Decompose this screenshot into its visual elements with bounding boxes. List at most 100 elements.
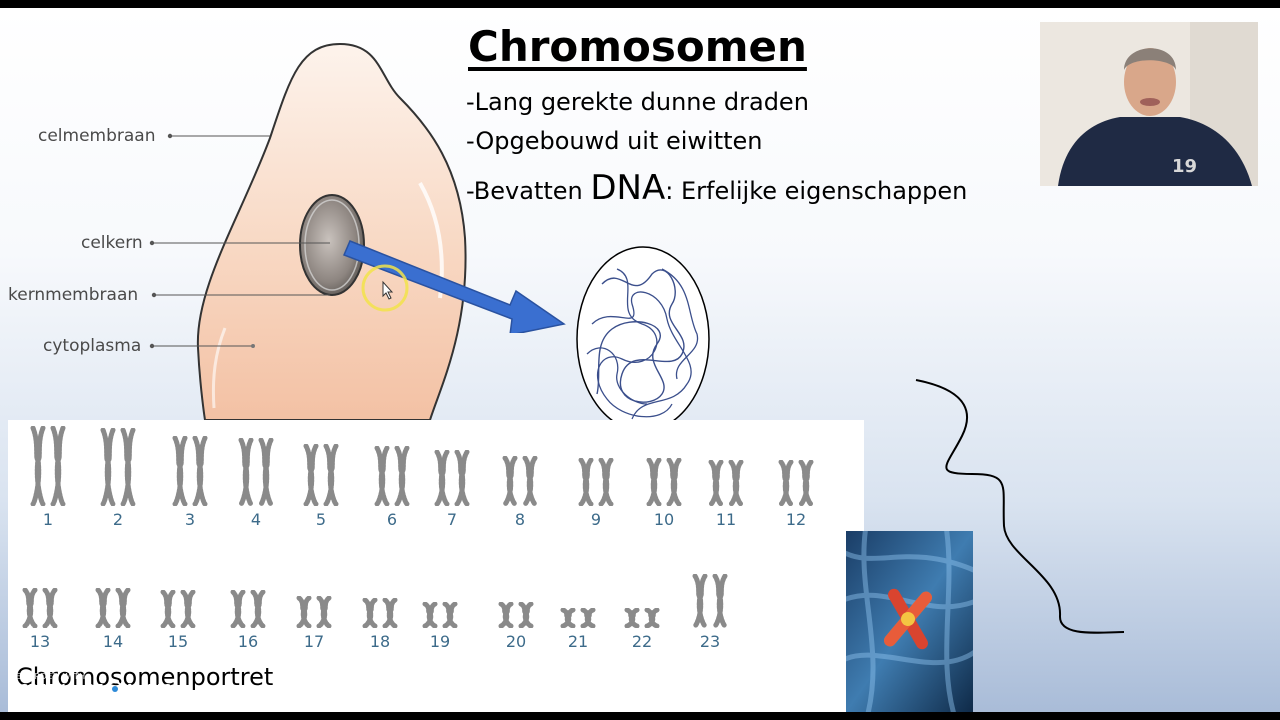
bullet-3-dna: DNA: [590, 168, 666, 208]
chromosome-pair-16: 16: [223, 590, 273, 651]
chromosome-pair-19-drawing: [422, 602, 458, 628]
label-cytoplasma: cytoplasma: [43, 336, 142, 356]
chromosome-number-6: 6: [386, 510, 398, 529]
chromosome-pair-10-drawing: [646, 458, 682, 506]
chromosome-pair-20-drawing: [498, 602, 534, 628]
cell-diagram: celmembraan celkern kernmembraan cytopla…: [0, 8, 490, 421]
chromosome-pair-1: 1: [23, 426, 73, 529]
chromosome-number-16: 16: [237, 632, 259, 651]
chromosome-number-23: 23: [699, 632, 721, 651]
screencast-watermark: RECORDED WITH SCREENCAST MATIC: [10, 672, 180, 712]
chromosome-pair-10: 10: [639, 458, 689, 529]
chromosome-number-9: 9: [590, 510, 602, 529]
chromosome-number-19: 19: [429, 632, 451, 651]
chromosome-pair-2: 2: [93, 428, 143, 529]
chromosome-pair-11: 11: [701, 460, 751, 529]
chromosome-pair-21-drawing: [560, 608, 596, 628]
chromosome-pair-13: 13: [15, 588, 65, 651]
dna-strand-line: [915, 379, 1125, 634]
watermark-line2: SCREENCAST MATIC: [10, 681, 180, 697]
bullet-2: -Opgebouwd uit eiwitten: [466, 127, 763, 155]
karyotype-caption: Chromosomenportret: [16, 663, 274, 691]
chromosome-pair-16-drawing: [230, 590, 266, 628]
chromosome-number-13: 13: [29, 632, 51, 651]
chromosome-pair-4: 4: [231, 438, 281, 529]
chromosome-number-22: 22: [631, 632, 653, 651]
chromosome-pair-6: 6: [367, 446, 417, 529]
chromosome-pair-15-drawing: [160, 590, 196, 628]
bullet-3-suffix: : Erfelijke eigenschappen: [665, 177, 968, 205]
slide: celmembraan celkern kernmembraan cytopla…: [0, 8, 1280, 712]
chromosome-pair-22-drawing: [624, 608, 660, 628]
chromosome-number-20: 20: [505, 632, 527, 651]
chromosome-number-15: 15: [167, 632, 189, 651]
chromosome-pair-2-drawing: [100, 428, 136, 506]
chromosome-number-1: 1: [42, 510, 54, 529]
chromosome-pair-23-drawing: [692, 574, 728, 628]
screencast-o-matic-logo: [107, 681, 124, 697]
chromosome-pair-9-drawing: [578, 458, 614, 506]
chromosome-number-4: 4: [250, 510, 262, 529]
chromosome-pair-3-drawing: [172, 436, 208, 506]
chromosome-pair-13-drawing: [22, 588, 58, 628]
chromosome-number-8: 8: [514, 510, 526, 529]
mouse-pointer-icon: [361, 264, 409, 312]
chromosome-pair-14: 14: [88, 588, 138, 651]
chromosome-pair-3: 3: [165, 436, 215, 529]
chromosome-number-21: 21: [567, 632, 589, 651]
chromosome-number-11: 11: [715, 510, 737, 529]
svg-text:19: 19: [1172, 156, 1197, 177]
chromosome-pair-6-drawing: [374, 446, 410, 506]
chromosome-pair-12: 12: [771, 460, 821, 529]
chromosome-pair-1-drawing: [30, 426, 66, 506]
label-kernmembraan: kernmembraan: [8, 285, 139, 305]
chromosome-pair-4-drawing: [238, 438, 274, 506]
chromosome-number-14: 14: [102, 632, 124, 651]
bullet-3: -Bevatten DNA: Erfelijke eigenschappen: [466, 168, 967, 208]
webcam-overlay: 19: [1040, 22, 1258, 186]
cell-illustration: [149, 42, 467, 421]
chromosome-pair-11-drawing: [708, 460, 744, 506]
bullet-3-prefix: -Bevatten: [466, 177, 591, 205]
chromosome-pair-8-drawing: [502, 456, 538, 506]
chromosome-pair-21: 21: [553, 608, 603, 651]
chromosome-photo-image: [846, 531, 973, 712]
chromosome-pair-12-drawing: [778, 460, 814, 506]
label-celkern: celkern: [81, 233, 143, 253]
slide-title: Chromosomen: [468, 22, 807, 71]
watermark-text-a: SCREENCAST: [10, 682, 104, 696]
chromosome-number-18: 18: [369, 632, 391, 651]
watermark-line1: RECORDED WITH: [10, 672, 86, 681]
label-celmembraan: celmembraan: [38, 126, 156, 146]
chromosome-number-17: 17: [303, 632, 325, 651]
chromosome-pair-5: 5: [296, 444, 346, 529]
chromosome-pair-8: 8: [495, 456, 545, 529]
chromosome-pair-7: 7: [427, 450, 477, 529]
nucleus-dna-drawing: [576, 246, 710, 432]
chromosome-number-7: 7: [446, 510, 458, 529]
chromosome-pair-17-drawing: [296, 596, 332, 628]
bullet-1: -Lang gerekte dunne draden: [466, 88, 809, 116]
chromosome-pair-18: 18: [355, 598, 405, 651]
chromosome-photo: [846, 531, 973, 712]
chromosome-pair-9: 9: [571, 458, 621, 529]
chromosome-pair-23: 23: [685, 574, 735, 651]
chromosome-pair-7-drawing: [434, 450, 470, 506]
chromosome-number-2: 2: [112, 510, 124, 529]
chromosome-pair-18-drawing: [362, 598, 398, 628]
chromosome-number-5: 5: [315, 510, 327, 529]
watermark-text-b: MATIC: [127, 682, 172, 696]
chromosome-pair-19: 19: [415, 602, 465, 651]
zoom-arrow: [343, 240, 566, 333]
chromosome-pair-20: 20: [491, 602, 541, 651]
chromosome-pair-17: 17: [289, 596, 339, 651]
chromosome-pair-15: 15: [153, 590, 203, 651]
presenter-video: 19: [1040, 22, 1258, 186]
chromosome-pair-14-drawing: [95, 588, 131, 628]
chromosome-pair-22: 22: [617, 608, 667, 651]
chromosome-pair-5-drawing: [303, 444, 339, 506]
chromosome-number-10: 10: [653, 510, 675, 529]
chromosome-number-12: 12: [785, 510, 807, 529]
chromosome-number-3: 3: [184, 510, 196, 529]
